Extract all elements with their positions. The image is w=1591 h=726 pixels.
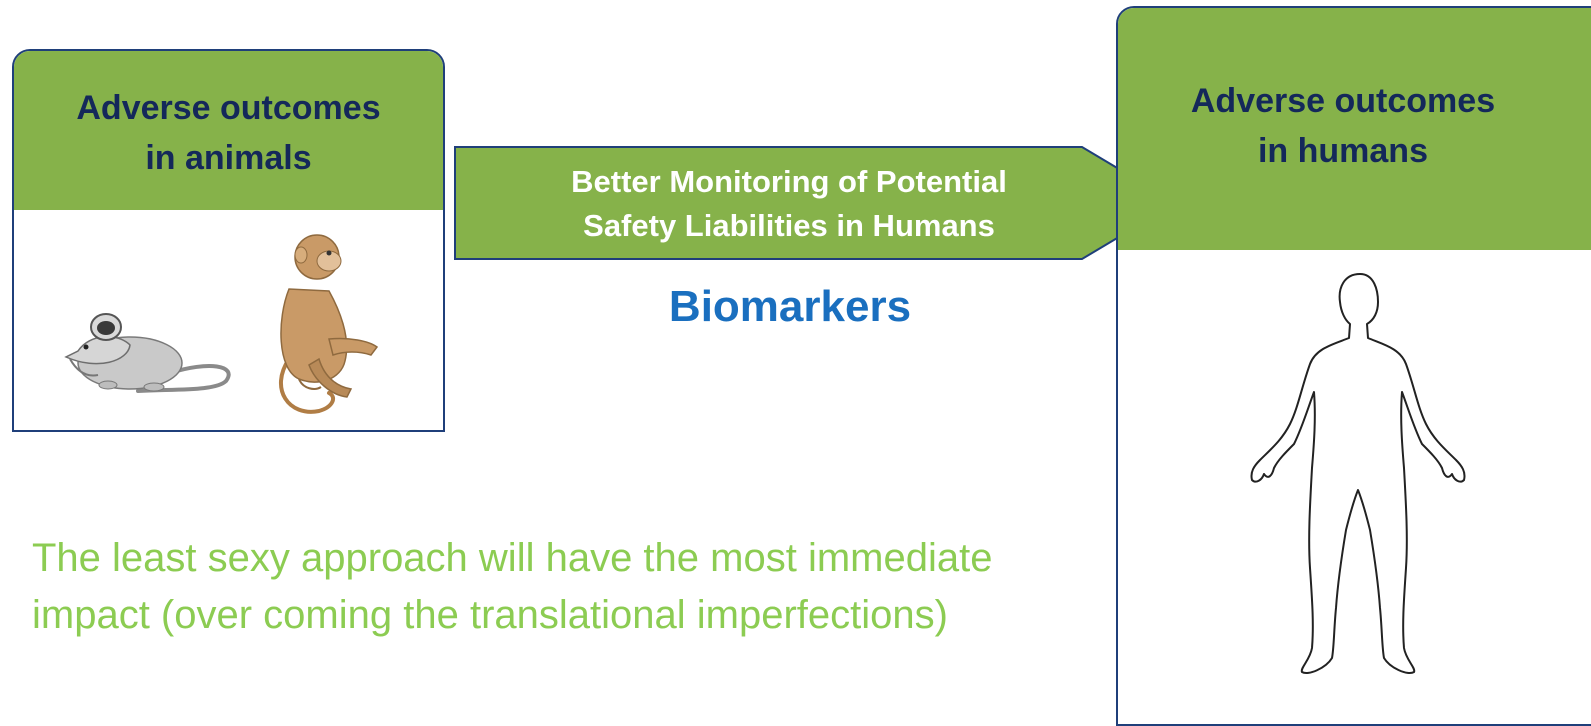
process-arrow: Better Monitoring of Potential Safety Li… bbox=[454, 146, 1179, 260]
humans-box-header: Adverse outcomes in humans bbox=[1118, 8, 1591, 250]
humans-box: Adverse outcomes in humans bbox=[1116, 6, 1591, 726]
monkey-icon bbox=[278, 234, 379, 414]
humans-box-title: Adverse outcomes in humans bbox=[1190, 82, 1496, 170]
mouse-icon bbox=[64, 313, 231, 393]
animals-box-title: Adverse outcomes in animals bbox=[76, 88, 381, 177]
animals-box: Adverse outcomes in animals bbox=[12, 49, 445, 432]
human-silhouette-icon bbox=[1250, 273, 1466, 674]
animals-box-header: Adverse outcomes in animals bbox=[14, 51, 443, 210]
arrow-label: Better Monitoring of Potential Safety Li… bbox=[571, 164, 1007, 243]
biomarkers-label: Biomarkers bbox=[668, 282, 912, 331]
caption-text: The least sexy approach will have the mo… bbox=[32, 536, 993, 637]
